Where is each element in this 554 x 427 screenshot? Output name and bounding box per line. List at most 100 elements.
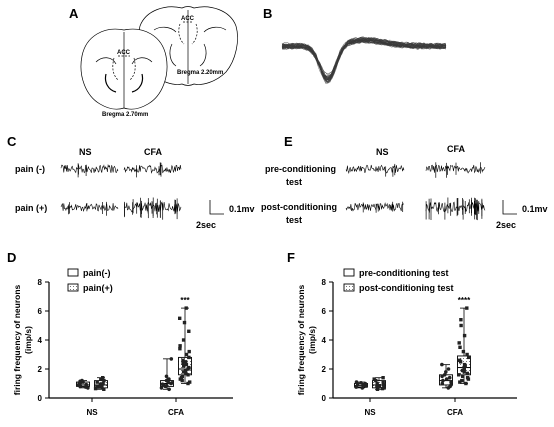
trace-e-cfa-pre-noise xyxy=(425,164,486,174)
row-pain-neg: pain (-) xyxy=(15,164,45,174)
data-point xyxy=(359,381,363,385)
data-point xyxy=(459,318,463,322)
trace-c-ns-pre-noise xyxy=(60,163,119,174)
data-point xyxy=(165,383,169,388)
legend-swatch xyxy=(343,268,355,277)
data-point xyxy=(458,358,462,362)
data-point xyxy=(457,373,461,377)
panel-e: E NS CFA pre-conditioning test post-cond… xyxy=(261,134,548,230)
y-axis-label: firing frequency of neurons xyxy=(296,284,306,395)
data-point xyxy=(381,376,385,380)
data-point xyxy=(169,357,174,361)
data-point xyxy=(449,383,453,387)
data-point xyxy=(440,362,444,367)
waveform-trace xyxy=(281,40,447,83)
data-point xyxy=(186,373,190,377)
row-post-line2: test xyxy=(286,215,302,225)
data-point xyxy=(460,368,465,373)
y-axis-label: firing frequency of neurons xyxy=(12,284,22,395)
data-point xyxy=(465,306,469,310)
row-pre-line1: pre-conditioning xyxy=(265,164,336,174)
x-tick-label: NS xyxy=(364,408,376,417)
y-tick-label: 2 xyxy=(38,365,43,374)
data-point xyxy=(181,370,186,374)
data-point xyxy=(458,380,462,384)
panel-label-c: C xyxy=(7,134,17,149)
panel-b: B xyxy=(263,6,447,85)
trace-c-cfa-pre-noise xyxy=(123,164,182,174)
x-tick-label: CFA xyxy=(168,408,184,417)
data-point xyxy=(180,378,184,383)
data-point xyxy=(354,380,359,384)
data-point xyxy=(187,349,191,354)
data-point xyxy=(164,374,169,379)
data-point xyxy=(188,380,192,384)
significance-marker: **** xyxy=(458,296,471,305)
panel-label-b: B xyxy=(263,6,272,21)
panel-label-e: E xyxy=(284,134,293,149)
data-point xyxy=(444,370,448,374)
significance-marker: *** xyxy=(180,296,190,305)
scale-time-c: 2sec xyxy=(196,220,216,230)
data-point xyxy=(187,355,191,360)
traces-c xyxy=(60,162,182,220)
legend-label: post-conditioning test xyxy=(359,283,454,293)
data-point xyxy=(95,384,99,389)
data-point xyxy=(187,329,191,333)
data-point xyxy=(178,316,182,320)
data-point xyxy=(100,386,104,390)
data-point xyxy=(465,352,469,357)
data-point xyxy=(80,378,84,383)
data-point xyxy=(101,381,105,386)
data-point xyxy=(187,365,191,370)
traces-e xyxy=(345,162,486,221)
y-tick-label: 6 xyxy=(38,307,43,316)
trace-e-ns-post-noise xyxy=(345,202,405,212)
column-ns-c: NS xyxy=(79,147,92,157)
data-point xyxy=(464,381,468,386)
data-point xyxy=(375,387,380,391)
data-point xyxy=(465,376,470,380)
data-point xyxy=(181,361,185,365)
data-point xyxy=(375,381,379,386)
data-point xyxy=(377,384,382,388)
column-ns-e: NS xyxy=(376,147,389,157)
data-point xyxy=(102,378,106,383)
data-point xyxy=(458,345,462,349)
data-point xyxy=(184,352,189,357)
legend-swatch xyxy=(343,283,355,292)
data-point xyxy=(84,382,89,387)
bregma-back-label: Bregma 2.20mm xyxy=(177,70,223,76)
data-point xyxy=(462,370,466,374)
y-tick-label: 0 xyxy=(322,394,327,403)
waveform-trace xyxy=(281,37,447,80)
y-axis-label: (imp/s) xyxy=(307,326,317,354)
row-pre-line2: test xyxy=(286,177,302,187)
scale-voltage-e: 0.1mv xyxy=(522,204,548,214)
data-point xyxy=(382,383,386,387)
data-point xyxy=(465,371,469,376)
y-axis-label: (imp/s) xyxy=(23,326,33,354)
data-point xyxy=(167,377,171,381)
data-point xyxy=(95,380,99,384)
legend-label: pain(+) xyxy=(83,283,113,293)
panel-c: C NS CFA pain (-) pain (+) 0.1mv 2sec xyxy=(7,134,255,230)
y-tick-label: 6 xyxy=(322,307,327,316)
waveform-trace xyxy=(281,39,447,81)
data-point xyxy=(178,344,182,348)
data-point xyxy=(180,374,184,378)
data-point xyxy=(440,374,444,379)
data-point xyxy=(184,362,189,367)
data-point xyxy=(440,381,445,386)
data-point xyxy=(182,364,186,368)
data-point xyxy=(101,376,105,380)
bregma-front-label: Bregma 2.70mm xyxy=(102,112,148,118)
data-point xyxy=(459,323,463,328)
trace-c-ns-post-noise xyxy=(60,203,119,212)
acc-label-back: ACC xyxy=(181,16,195,22)
data-point xyxy=(160,382,165,387)
